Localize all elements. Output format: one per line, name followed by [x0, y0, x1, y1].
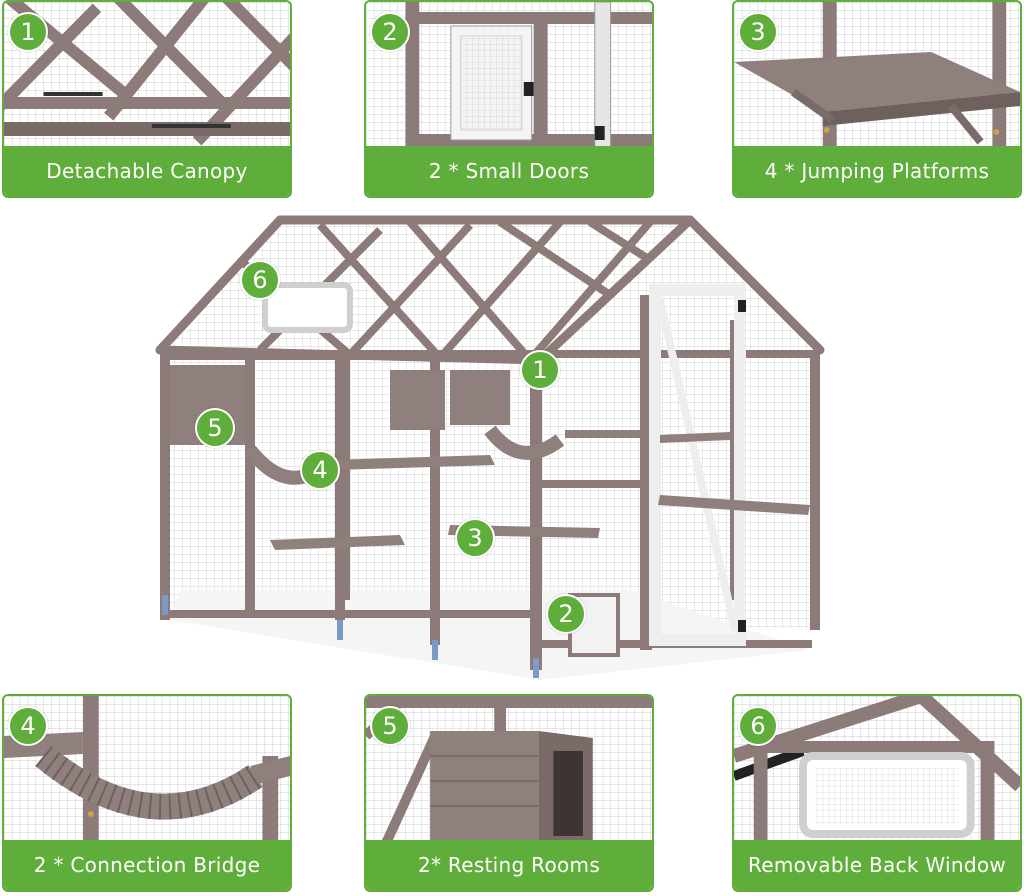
- detail-panel-canopy: 1 Detachable Canopy: [2, 0, 292, 198]
- platform-detail-illustration: [734, 2, 1020, 150]
- number-badge: 6: [240, 260, 280, 300]
- detail-panel-platforms: 3 4 * Jumping Platforms: [732, 0, 1022, 198]
- detail-panel-back-window: 6 Removable Back Window: [732, 694, 1022, 892]
- panel-caption: 4 * Jumping Platforms: [734, 146, 1020, 196]
- panel-caption: Detachable Canopy: [4, 146, 290, 196]
- back-window-detail-illustration: [734, 696, 1020, 844]
- number-badge: 1: [8, 12, 48, 52]
- door-detail-illustration: [366, 2, 652, 150]
- panel-caption: 2 * Small Doors: [366, 146, 652, 196]
- number-badge: 1: [520, 350, 560, 390]
- detail-panel-doors: 2 2 * Small Doors: [364, 0, 654, 198]
- catio-main-illustration: [155, 215, 825, 680]
- resting-room-detail-illustration: [366, 696, 652, 844]
- panel-caption: 2* Resting Rooms: [366, 840, 652, 890]
- detail-panel-resting-rooms: 5 2* Resting Rooms: [364, 694, 654, 892]
- number-badge: 6: [738, 706, 778, 746]
- number-badge: 3: [455, 518, 495, 558]
- number-badge: 2: [546, 594, 586, 634]
- number-badge: 4: [300, 450, 340, 490]
- number-badge: 3: [738, 12, 778, 52]
- panel-caption: Removable Back Window: [734, 840, 1020, 890]
- panel-caption: 2 * Connection Bridge: [4, 840, 290, 890]
- bridge-detail-illustration: [4, 696, 290, 844]
- number-badge: 2: [370, 12, 410, 52]
- canopy-detail-illustration: [4, 2, 290, 150]
- number-badge: 4: [8, 706, 48, 746]
- number-badge: 5: [370, 706, 410, 746]
- number-badge: 5: [195, 408, 235, 448]
- detail-panel-bridge: 4 2 * Connection Bridge: [2, 694, 292, 892]
